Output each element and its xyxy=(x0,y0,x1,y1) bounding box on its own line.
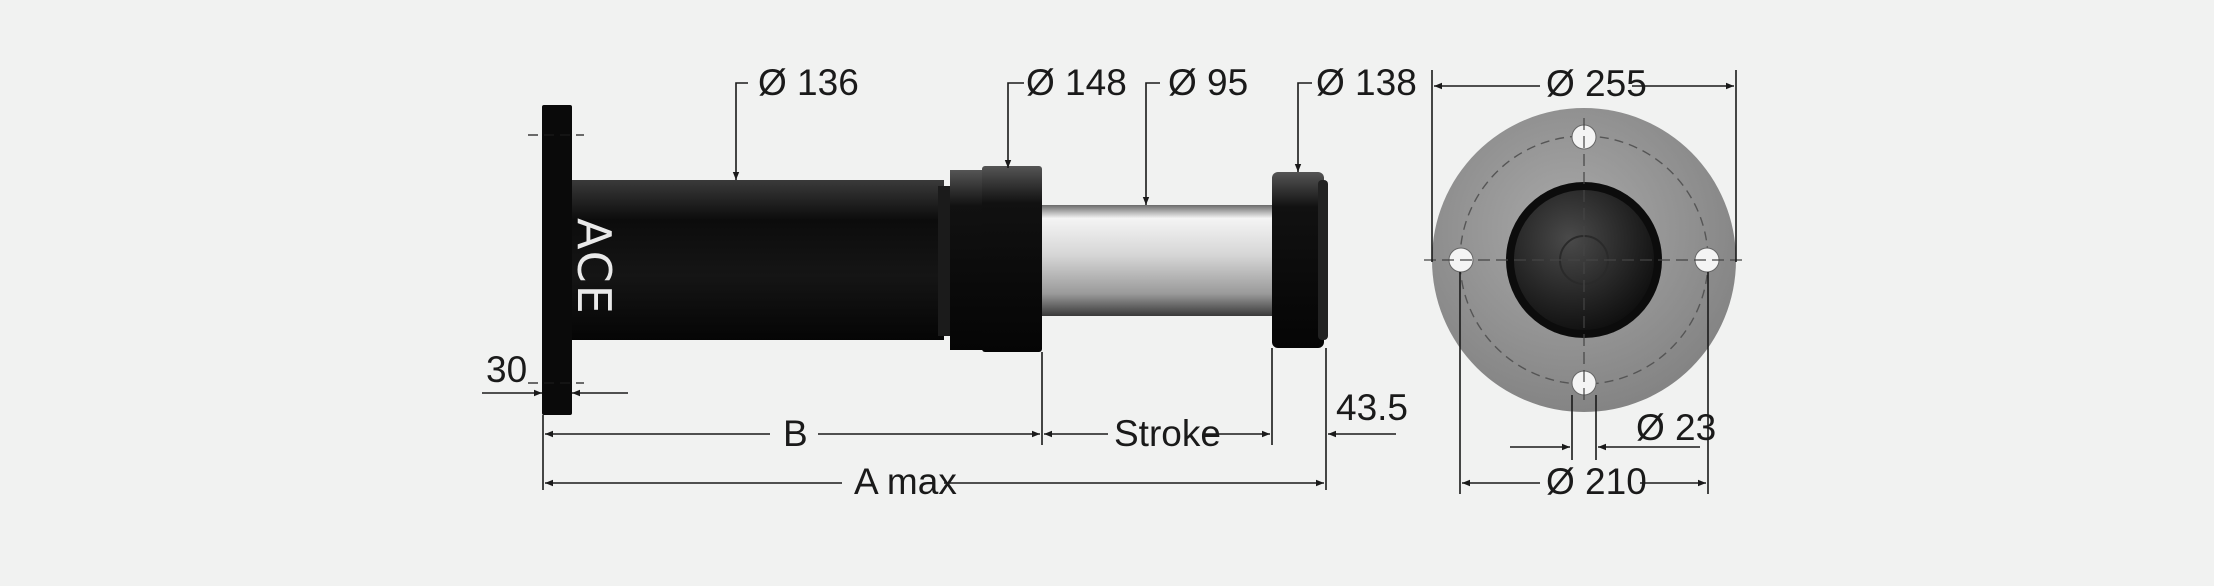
dim-d138: Ø 138 xyxy=(1316,62,1417,103)
mounting-flange xyxy=(542,105,572,415)
dim-stroke: Stroke xyxy=(1114,413,1221,454)
collar xyxy=(950,170,984,350)
cylinder-body xyxy=(572,180,944,340)
ace-logo: ACE xyxy=(567,218,621,316)
rod-face xyxy=(1514,190,1654,330)
front-dimensions xyxy=(1431,70,1737,494)
dim-d148: Ø 148 xyxy=(1026,62,1127,103)
dim-43-5: 43.5 xyxy=(1336,387,1408,428)
front-view xyxy=(1424,108,1744,412)
rod-end-cap xyxy=(1272,172,1324,348)
side-view: ACE xyxy=(542,105,1328,415)
dim-a-max: A max xyxy=(854,461,957,502)
dim-d255: Ø 255 xyxy=(1546,63,1647,104)
piston-rod xyxy=(1042,205,1274,316)
dim-d95: Ø 95 xyxy=(1168,62,1248,103)
dim-d210: Ø 210 xyxy=(1546,461,1647,502)
front-cap xyxy=(982,166,1042,352)
rod-end-lip xyxy=(1318,180,1328,340)
dim-b: B xyxy=(783,413,808,454)
body-step xyxy=(938,186,950,336)
dim-d136: Ø 136 xyxy=(758,62,859,103)
dim-d23: Ø 23 xyxy=(1636,407,1716,448)
side-dimensions xyxy=(482,82,1396,490)
dim-flange-30: 30 xyxy=(486,349,527,390)
